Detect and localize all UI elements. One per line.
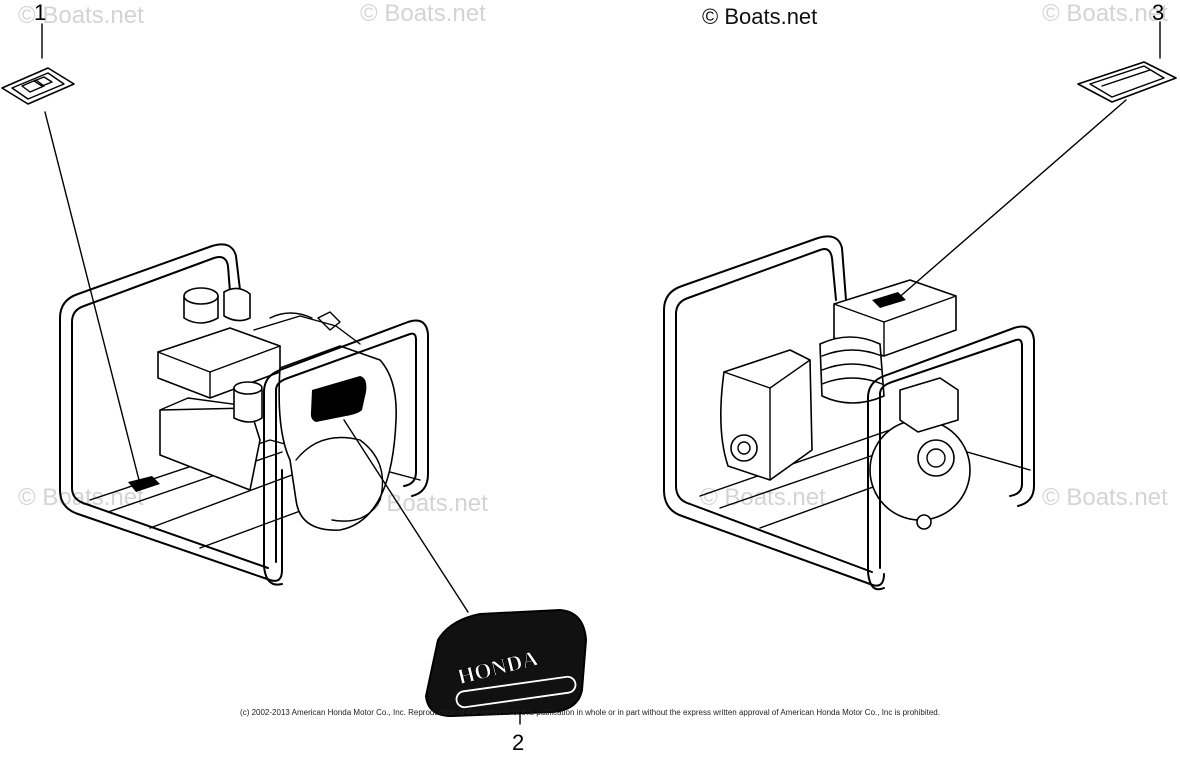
water-pump-left — [59, 243, 429, 586]
callout-number-1: 1 — [34, 0, 47, 25]
leader-line-2 — [343, 419, 469, 613]
leader-line-3 — [895, 99, 1127, 301]
watermark-mid-center: © Boats.net — [362, 490, 488, 517]
copyright-notice: (c) 2002-2013 American Honda Motor Co., … — [240, 708, 940, 717]
callout-number-2: 2 — [512, 730, 525, 755]
leader-line-1 — [44, 111, 141, 485]
part-2-honda-emblem — [424, 608, 588, 718]
water-pump-right — [663, 235, 1035, 591]
watermark-top-middle: © Boats.net — [360, 0, 486, 27]
part-1-label-icon — [1, 67, 75, 105]
watermark-top-right: © Boats.net — [1042, 0, 1168, 27]
callout-number-3: 3 — [1152, 0, 1165, 25]
watermark-far-right: © Boats.net — [1042, 484, 1168, 511]
watermark-boats-net: © Boats.net — [702, 4, 818, 29]
watermark-top-left: © Boats.net — [18, 2, 144, 29]
part-3-label-icon — [1077, 61, 1177, 103]
